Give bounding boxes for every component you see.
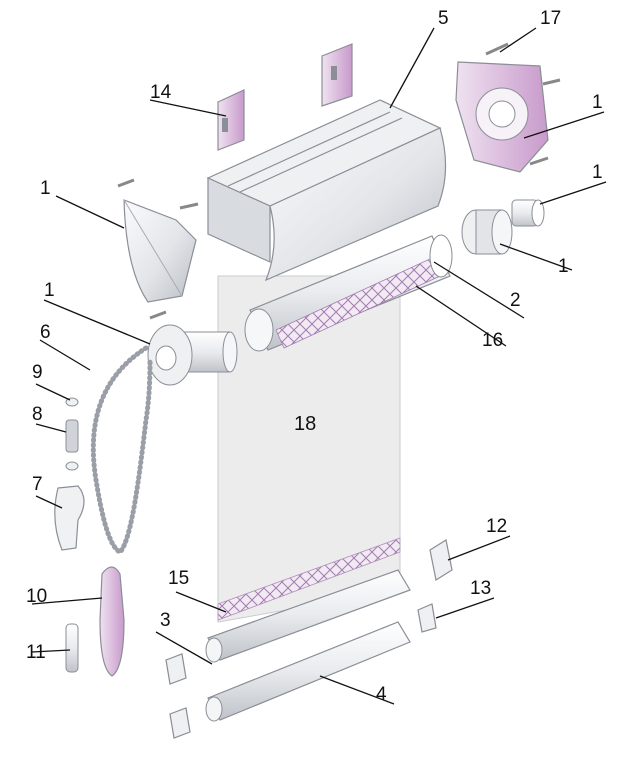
chain-guide — [54, 485, 85, 551]
bottom-rail-insert — [205, 621, 411, 722]
callout-1-idle-plug: 1 — [558, 256, 569, 277]
rail-end-caps — [165, 539, 453, 739]
bead-chain — [90, 345, 153, 556]
callout-13: 13 — [470, 578, 491, 599]
callout-12: 12 — [486, 516, 507, 537]
roller-tube — [244, 234, 453, 352]
callout-11: 11 — [26, 642, 46, 663]
callout-16: 16 — [482, 330, 503, 351]
screws — [117, 42, 561, 320]
callout-2: 2 — [510, 290, 521, 311]
control-mechanism — [147, 324, 238, 386]
mounting-brackets — [217, 43, 353, 151]
callout-3: 3 — [160, 610, 171, 631]
callout-1-left-cap: 1 — [40, 178, 51, 199]
callout-5: 5 — [438, 8, 449, 29]
callout-4: 4 — [376, 684, 387, 705]
callout-18: 18 — [294, 413, 316, 435]
callout-17: 17 — [540, 8, 561, 29]
callout-9: 9 — [32, 362, 43, 383]
callout-1-control: 1 — [44, 280, 55, 301]
callout-14: 14 — [150, 82, 172, 103]
callout-10: 10 — [26, 586, 47, 607]
cassette-profile — [206, 99, 447, 282]
idle-end-plug — [461, 199, 545, 255]
left-end-cap — [123, 199, 197, 303]
callout-1-idle-pin: 1 — [592, 162, 603, 183]
callout-1-right-cap: 1 — [592, 92, 603, 113]
leader-lines — [31, 27, 607, 705]
fabric-bottom-tape — [217, 537, 401, 621]
callout-6: 6 — [40, 322, 51, 343]
chain-stopper — [65, 397, 79, 471]
callout-15: 15 — [168, 568, 189, 589]
chain-weight — [99, 566, 125, 677]
right-end-cap — [455, 61, 549, 173]
callout-8: 8 — [32, 404, 43, 425]
bottom-rail — [205, 569, 411, 663]
callout-7: 7 — [32, 474, 43, 495]
weight-pin — [65, 623, 79, 673]
